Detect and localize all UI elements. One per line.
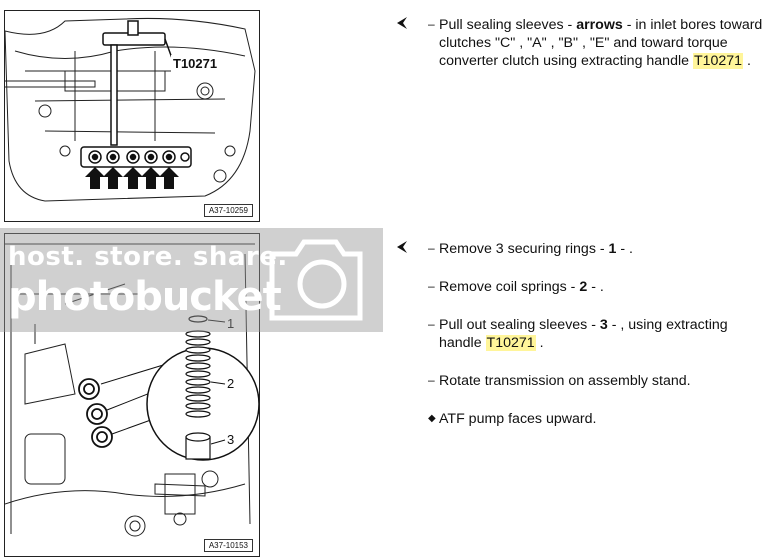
dash-marker: – (428, 241, 435, 255)
watermark-tagline: host. store. share. (8, 242, 288, 272)
instruction-section-1: – Pull sealing sleeves - arrows - in inl… (395, 16, 765, 90)
dash-marker: – (428, 17, 435, 31)
figure-id: A37-10153 (203, 539, 253, 552)
note-atf-pump: ◆ ATF pump faces upward. (428, 411, 597, 427)
tool-label: T10271 (173, 56, 218, 71)
step-rotate-transmission: – Rotate transmission on assembly stand. (428, 373, 691, 389)
transmission-drawing-1 (5, 17, 256, 202)
callout-2: 2 (227, 376, 235, 391)
watermark-brand: photobucket (8, 274, 282, 320)
step-remove-securing-rings: – Remove 3 securing rings - 1 - . (428, 241, 633, 257)
left-pointing-bullet-icon (397, 17, 407, 29)
figure-sealing-sleeves-arrows: T10271 A37-10259 (4, 10, 260, 222)
left-pointing-bullet-icon (397, 241, 407, 253)
photobucket-watermark: host. store. share. photobucket (0, 228, 383, 332)
step-remove-coil-springs: – Remove coil springs - 2 - . (428, 279, 604, 295)
diamond-bullet-icon: ◆ (428, 413, 436, 424)
tool-reference: T10271 (485, 335, 536, 351)
figure-rings-springs-sleeves: 1 2 3 A37-10153 (4, 233, 260, 557)
callout-1: 1 (227, 316, 235, 331)
dash-marker: – (428, 317, 435, 331)
figure-id: A37-10259 (203, 204, 253, 217)
camera-icon (269, 239, 363, 321)
dash-marker: – (428, 279, 435, 293)
tool-reference: T10271 (692, 53, 744, 69)
step-pull-sealing-sleeves: – Pull sealing sleeves - arrows - in inl… (428, 17, 763, 69)
arrow-markers (85, 167, 179, 189)
callout-3: 3 (227, 432, 235, 447)
step-pull-out-sealing-sleeves: – Pull out sealing sleeves - 3 - , using… (428, 317, 728, 351)
dash-marker: – (428, 373, 435, 387)
transmission-drawing-2 (5, 243, 259, 537)
instruction-section-2: – Remove 3 securing rings - 1 - . – Remo… (395, 240, 765, 448)
